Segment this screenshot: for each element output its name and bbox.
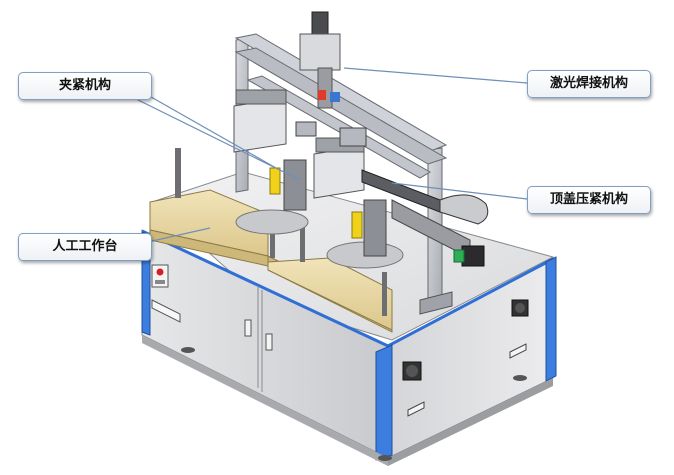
- laser-welding-head: [299, 11, 341, 109]
- cable-chain-axis: [361, 169, 489, 267]
- workbench-plates: [149, 189, 393, 333]
- leader-top-cover: [391, 182, 528, 200]
- label-top-cover-pressing-mechanism: 顶盖压紧机构: [527, 186, 651, 214]
- label-clamping-mechanism: 夹紧机构: [18, 72, 152, 100]
- leader-laser: [343, 67, 528, 84]
- gantry-frame: [234, 33, 453, 315]
- label-manual-workbench: 人工工作台: [18, 233, 152, 261]
- label-laser-welding-mechanism: 激光焊接机构: [527, 70, 651, 98]
- clamping-units: [233, 89, 387, 257]
- leader-clamping: [129, 84, 277, 169]
- leader-clamping-2: [129, 95, 301, 181]
